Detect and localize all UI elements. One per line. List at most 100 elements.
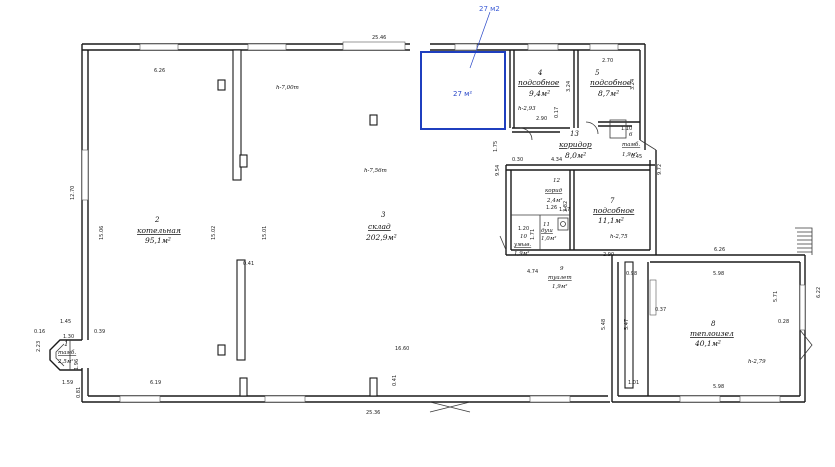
interior-walls	[217, 49, 813, 413]
dimension-label: 1.45	[60, 319, 71, 325]
dimension-label: 9.54	[495, 165, 501, 176]
room-1-area: 2,5м²	[57, 358, 74, 365]
dimension-label: 16.60	[395, 346, 409, 352]
dimension-label: 0.39	[94, 329, 105, 335]
room-13-area: 8,0м²	[565, 151, 586, 160]
room-7-area: 11,1м²	[598, 216, 624, 225]
dimension-label: 1.20	[518, 226, 529, 232]
room-12-name: корид	[545, 188, 563, 194]
dimension-label: 5.71	[773, 291, 779, 302]
room-10-area: 1,9м²	[514, 250, 530, 257]
dimension-label: 1.30	[63, 334, 74, 340]
dimension-label: 6.22	[816, 287, 822, 298]
dimension-label: 4.74	[527, 269, 538, 275]
dimension-label: 0.98	[626, 271, 637, 277]
room-12-number: 12	[553, 178, 560, 184]
dimension-label: 1.75	[493, 141, 499, 152]
dimension-label: 6.26	[714, 247, 725, 253]
dimension-label: 0.41	[243, 261, 254, 267]
dimension-label: h-7,56m	[364, 168, 387, 174]
dimension-label: 0.17	[554, 107, 560, 118]
room-3-area: 202,9м²	[365, 233, 397, 242]
dimension-label: 5.98	[713, 384, 724, 390]
room-10-number: 10	[520, 234, 527, 240]
dimension-label: 0.16	[34, 329, 45, 335]
room-12-area: 2,4м²	[546, 197, 563, 204]
dimension-label: 6.19	[150, 380, 161, 386]
room-1-number: 1	[64, 340, 68, 348]
room-9-area: 1,9м²	[552, 283, 568, 290]
dimension-label: 5.48	[601, 319, 607, 330]
room-2-area: 95,1м²	[145, 236, 171, 245]
dimension-label: 3.24	[630, 79, 636, 90]
dimension-label: 3.82	[563, 201, 569, 212]
room-4-number: 4	[537, 69, 542, 77]
dimension-label: 1.71	[530, 229, 536, 240]
room-6-name: тамб.	[622, 141, 640, 148]
dimension-label: 0.41	[392, 375, 398, 386]
room-1-name: тамб.	[58, 349, 76, 356]
dimension-label: 1.59	[62, 380, 73, 386]
room-13-number: 13	[570, 130, 579, 138]
room-2-number: 2	[154, 216, 160, 224]
outer-walls	[81, 41, 806, 403]
room-5-name: подсобное	[590, 78, 632, 87]
dimension-label: 0.81	[76, 387, 82, 398]
dimension-label: 0.45	[631, 154, 642, 160]
room-5-area: 8,7м²	[598, 89, 619, 98]
dimension-label: 9.72	[657, 164, 663, 175]
dimension-label: 3.24	[566, 81, 572, 92]
dimension-label: 4.34	[551, 157, 562, 163]
room-10-name: умыв.	[513, 242, 531, 248]
dimension-label: 6.26	[154, 68, 165, 74]
dimension-label: 5.98	[713, 271, 724, 277]
room-11-number: 11	[543, 222, 550, 228]
dimension-label: 1.26	[546, 205, 557, 211]
room-labels: 1 тамб. 2,5м² 2 котельная 95,1м² 3 склад…	[57, 69, 734, 365]
room-4-area: 9,4м²	[529, 89, 550, 98]
room-6-number: 6	[629, 132, 633, 138]
dimension-label: 2.90	[536, 116, 547, 122]
annotation-top-label: 27 м2	[479, 5, 500, 13]
room-6-area: 1,9м²	[622, 151, 638, 158]
room-9-name: туалет	[548, 275, 572, 281]
staircase	[795, 227, 813, 255]
dimension-label: 0.30	[512, 157, 523, 163]
dimension-label: h-2,75	[610, 234, 628, 240]
dimension-label: 5.47	[624, 319, 630, 330]
dimension-label: 15.06	[99, 226, 105, 240]
room-13-name: коридор	[559, 140, 592, 149]
dimension-label: 25.36	[366, 410, 380, 416]
dimension-label: h-2,93	[518, 106, 536, 112]
room-11-name: душ	[541, 228, 553, 234]
vestibule-1	[49, 339, 82, 371]
dimension-label: 1.10	[621, 126, 632, 132]
room-7-name: подсобное	[593, 206, 635, 215]
dimension-label: 15.01	[262, 226, 268, 240]
dimension-label: h-2,79	[748, 359, 766, 365]
dimension-label: 1.96	[74, 359, 80, 370]
dimension-label: 12.70	[70, 186, 76, 200]
room-7-number: 7	[610, 197, 615, 205]
dimension-label: 25.46	[372, 35, 386, 41]
dimension-label: h-7,00m	[276, 85, 299, 91]
room-4-name: подсобное	[518, 78, 560, 87]
dimension-label: 15.02	[211, 226, 217, 240]
dimension-label: 2.70	[602, 58, 613, 64]
room-3-name: склад	[368, 222, 391, 231]
room-2-name: котельная	[137, 226, 181, 235]
dimension-label: 2.90	[603, 252, 614, 258]
annotation-box-label: 27 м²	[453, 90, 472, 98]
dimension-label: 1.01	[628, 380, 639, 386]
dimension-label: 0.28	[778, 319, 789, 325]
room-9-number: 9	[560, 266, 564, 272]
highlight-annotation: 27 м2 27 м²	[420, 5, 506, 130]
room-5-number: 5	[595, 69, 600, 77]
dimension-label: 1.17	[559, 207, 570, 213]
dimension-labels: 25.46 25.36 12.70 6.26 6.19 6.26 5.98 5.…	[34, 35, 822, 416]
dimension-label: 0.37	[655, 307, 666, 313]
room-3-number: 3	[381, 211, 386, 219]
room-8-number: 8	[711, 320, 716, 328]
room-8-name: теплоизел	[690, 329, 734, 338]
